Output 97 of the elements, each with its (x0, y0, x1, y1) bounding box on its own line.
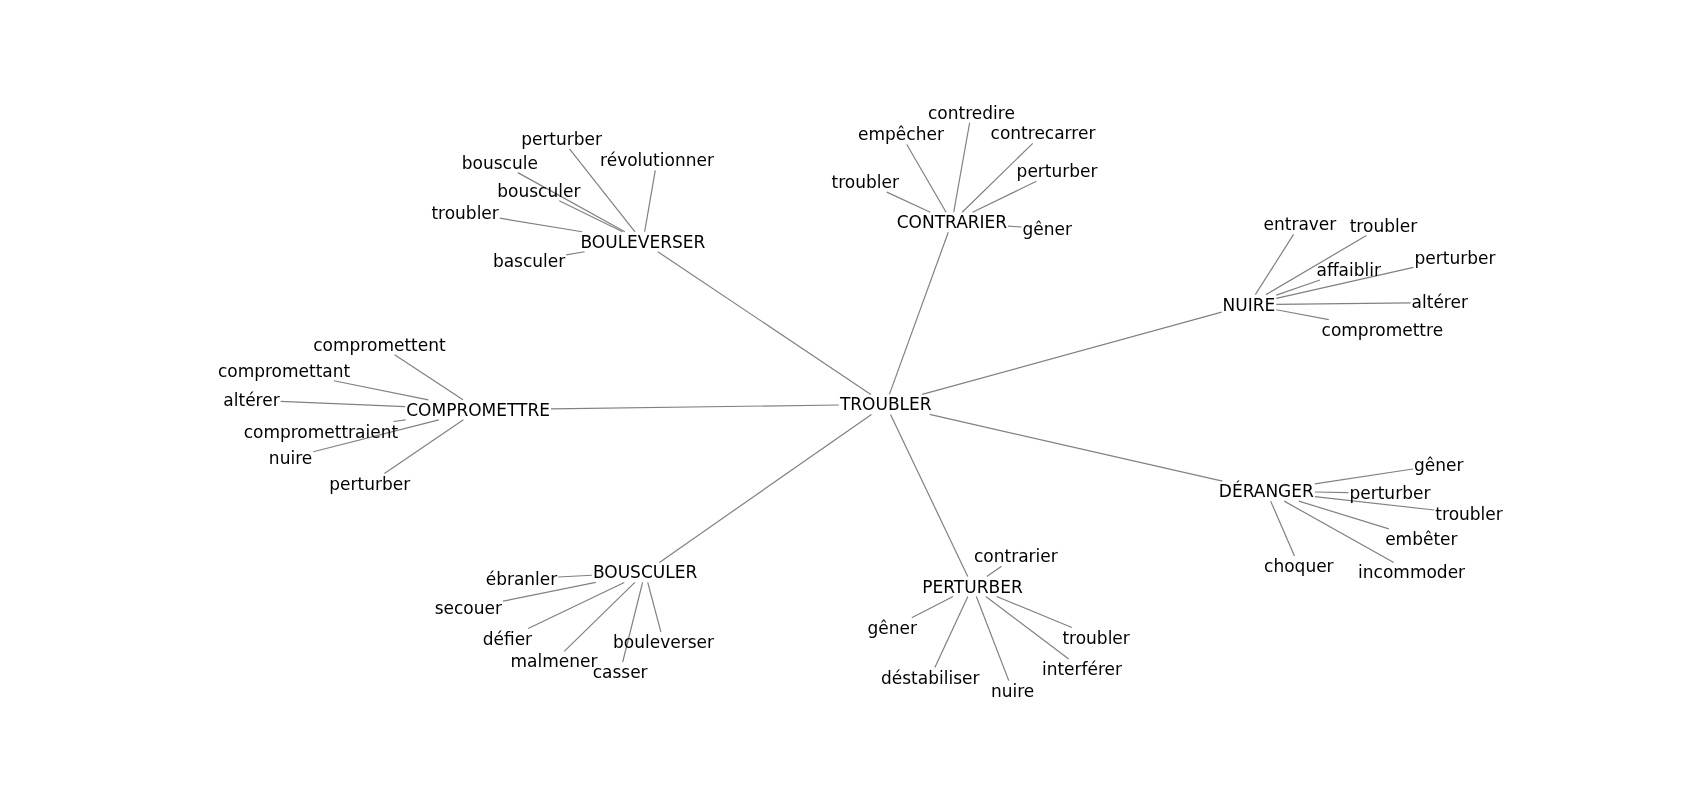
connector-line (333, 380, 429, 401)
word-label: NUIRE (1221, 294, 1277, 315)
word-label: perturber (1413, 248, 1497, 269)
connector-line (996, 595, 1073, 629)
connector-line (499, 217, 583, 233)
word-label: PERTURBER (921, 576, 1024, 597)
word-label: COMPROMETTRE (405, 399, 551, 420)
word-label: BOUSCULER (591, 562, 699, 583)
connector-line (312, 419, 440, 453)
connector-line (1265, 234, 1367, 296)
connector-line (1254, 233, 1295, 296)
word-label: déstabiliser (880, 667, 981, 688)
connector-line (1275, 309, 1330, 321)
word-label: DÉRANGER (1217, 481, 1315, 502)
connector-line (383, 419, 465, 475)
connector-line (550, 404, 840, 410)
word-label: perturber (1348, 483, 1432, 504)
word-label: gêner (1412, 455, 1465, 476)
connector-line (568, 148, 636, 233)
word-label: gêner (1021, 218, 1074, 239)
word-label: bouscule (460, 152, 539, 173)
connector-line (517, 172, 626, 233)
connector-line (527, 581, 625, 630)
word-label: contredire (927, 102, 1016, 123)
word-label: affaiblir (1315, 259, 1382, 280)
word-label: basculer (491, 251, 567, 272)
connector-line (392, 419, 407, 423)
connector-line (888, 231, 949, 395)
connector-line (971, 180, 1038, 213)
word-label: empêcher (857, 124, 945, 145)
connector-line (985, 595, 1070, 660)
word-label: ébranler (484, 568, 559, 589)
word-label: perturber (520, 128, 604, 149)
connector-line (921, 311, 1223, 395)
connector-line (622, 581, 644, 663)
connector-line (1007, 225, 1023, 228)
connector-line (911, 595, 954, 619)
word-label: compromettraient (242, 421, 400, 442)
connector-line (934, 595, 969, 669)
word-label: altérer (1410, 292, 1469, 313)
word-label: bouleverser (612, 631, 715, 652)
word-label: compromettant (216, 360, 352, 381)
connector-line (565, 251, 586, 256)
word-label: embêter (1384, 528, 1459, 549)
connector-line (1275, 279, 1321, 296)
word-label: gêner (866, 617, 918, 638)
word-label: contrecarrer (989, 123, 1097, 144)
connector-line (1298, 500, 1390, 530)
connector-line (644, 169, 656, 233)
word-label: CONTRARIER (895, 212, 1009, 233)
connector-line (1275, 266, 1415, 300)
connector-line (1314, 468, 1414, 485)
word-label: incommoder (1357, 562, 1467, 583)
connector-line (975, 595, 1010, 682)
word-label: contrarier (973, 546, 1059, 567)
word-label: perturber (1015, 161, 1099, 182)
word-label: compromettent (312, 334, 447, 355)
connector-line (889, 413, 969, 578)
word-label: entraver (1262, 214, 1338, 235)
word-label: TROUBLER (838, 394, 933, 415)
connector-line (647, 581, 662, 633)
connector-line (886, 191, 931, 213)
connector-line (394, 354, 464, 401)
connector-line (563, 581, 636, 652)
connector-line (1275, 302, 1412, 305)
word-label: révolutionner (599, 150, 715, 171)
word-label: troubler (1061, 627, 1131, 648)
word-label: troubler (430, 202, 500, 223)
connector-line (961, 142, 1034, 213)
word-label: nuire (267, 447, 314, 468)
connector-line (558, 200, 624, 233)
word-label: secouer (433, 598, 503, 619)
connector-line (953, 122, 971, 213)
word-label: troubler (1348, 215, 1419, 236)
word-label: défier (481, 628, 534, 649)
word-label: perturber (328, 473, 412, 494)
word-label: altérer (222, 390, 281, 411)
word-label: troubler (1434, 503, 1504, 524)
word-label: interférer (1040, 658, 1124, 679)
word-label: BOULEVERSER (579, 231, 707, 252)
connector-line (1270, 500, 1296, 557)
word-label: troubler (830, 172, 900, 193)
connector-line (280, 400, 406, 408)
connector-line (906, 143, 947, 213)
connector-line (986, 565, 1003, 578)
connector-line (929, 413, 1224, 482)
connector-line (658, 413, 873, 564)
connector-line (657, 251, 872, 395)
connector-line (1283, 500, 1395, 564)
word-label: compromettre (1320, 319, 1445, 340)
word-label: choquer (1263, 555, 1335, 576)
connector-line (1314, 495, 1435, 511)
connector-line (1314, 491, 1350, 494)
connector-line (502, 581, 597, 602)
connector-line (557, 574, 593, 578)
word-label: bousculer (496, 180, 582, 201)
word-label: nuire (989, 680, 1036, 701)
